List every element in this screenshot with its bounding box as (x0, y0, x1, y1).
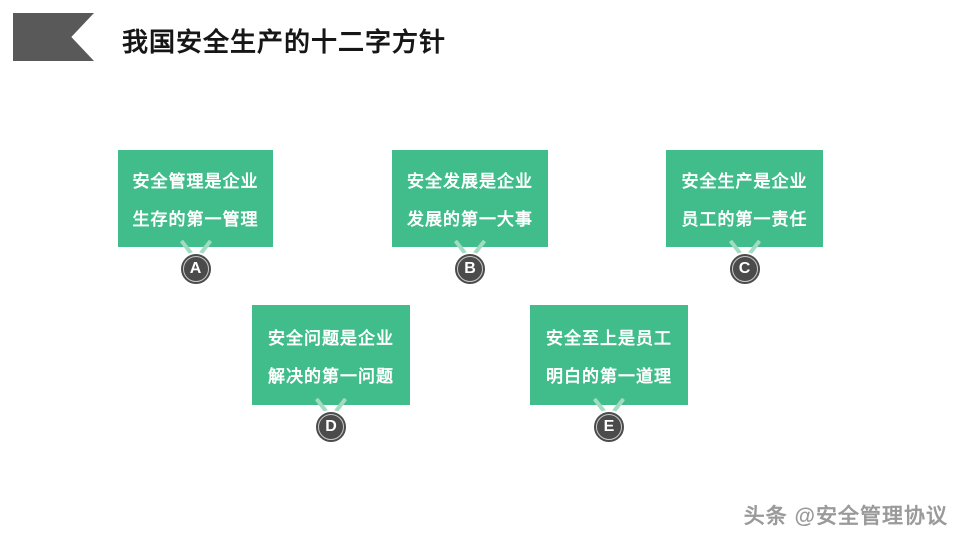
policy-line-2: 发展的第一大事 (407, 210, 533, 229)
medal-letter: B (464, 260, 476, 277)
policy-line-1: 安全问题是企业 (268, 328, 394, 348)
medal-badge: D (314, 410, 348, 444)
medal-ring (457, 256, 483, 282)
policy-card-e: 安全至上是员工 明白的第一道理 E (530, 305, 688, 444)
medal-badge: C (727, 252, 762, 286)
medal-badge: B (453, 252, 487, 286)
policy-line-1: 安全管理是企业 (132, 172, 259, 191)
medal-ring (182, 256, 209, 282)
medal-letter: D (325, 418, 337, 435)
medal-badge: E (592, 410, 626, 444)
medal-ring (596, 414, 622, 440)
policy-card-a: 安全管理是企业 生存的第一管理 A (118, 150, 273, 286)
policy-box: 安全至上是员工 明白的第一道理 (530, 305, 688, 405)
policy-line-1: 安全至上是员工 (546, 328, 672, 348)
policy-line-2: 明白的第一道理 (546, 366, 672, 386)
medal-letter: C (738, 260, 751, 277)
policy-card-c: 安全生产是企业 员工的第一责任 C (666, 150, 823, 286)
policy-line-2: 员工的第一责任 (681, 210, 808, 229)
medal-ring (318, 414, 344, 440)
policy-box: 安全发展是企业 发展的第一大事 (392, 150, 548, 247)
medal-letter: E (603, 418, 615, 435)
medal-badge: A (178, 252, 213, 286)
medal-ring (731, 256, 758, 282)
policy-line-1: 安全生产是企业 (681, 172, 808, 191)
medal-letter: A (189, 260, 202, 277)
policy-line-2: 解决的第一问题 (268, 366, 394, 386)
policy-box: 安全管理是企业 生存的第一管理 (118, 150, 273, 247)
flag-banner-icon (13, 13, 94, 61)
policy-line-1: 安全发展是企业 (407, 172, 533, 191)
slide-title: 我国安全生产的十二字方针 (122, 27, 447, 57)
policy-card-d: 安全问题是企业 解决的第一问题 D (252, 305, 410, 444)
watermark: 头条 @安全管理协议 (743, 505, 948, 528)
policy-card-b: 安全发展是企业 发展的第一大事 B (392, 150, 548, 286)
policy-box: 安全生产是企业 员工的第一责任 (666, 150, 823, 247)
policy-line-2: 生存的第一管理 (132, 210, 259, 229)
policy-box: 安全问题是企业 解决的第一问题 (252, 305, 410, 405)
